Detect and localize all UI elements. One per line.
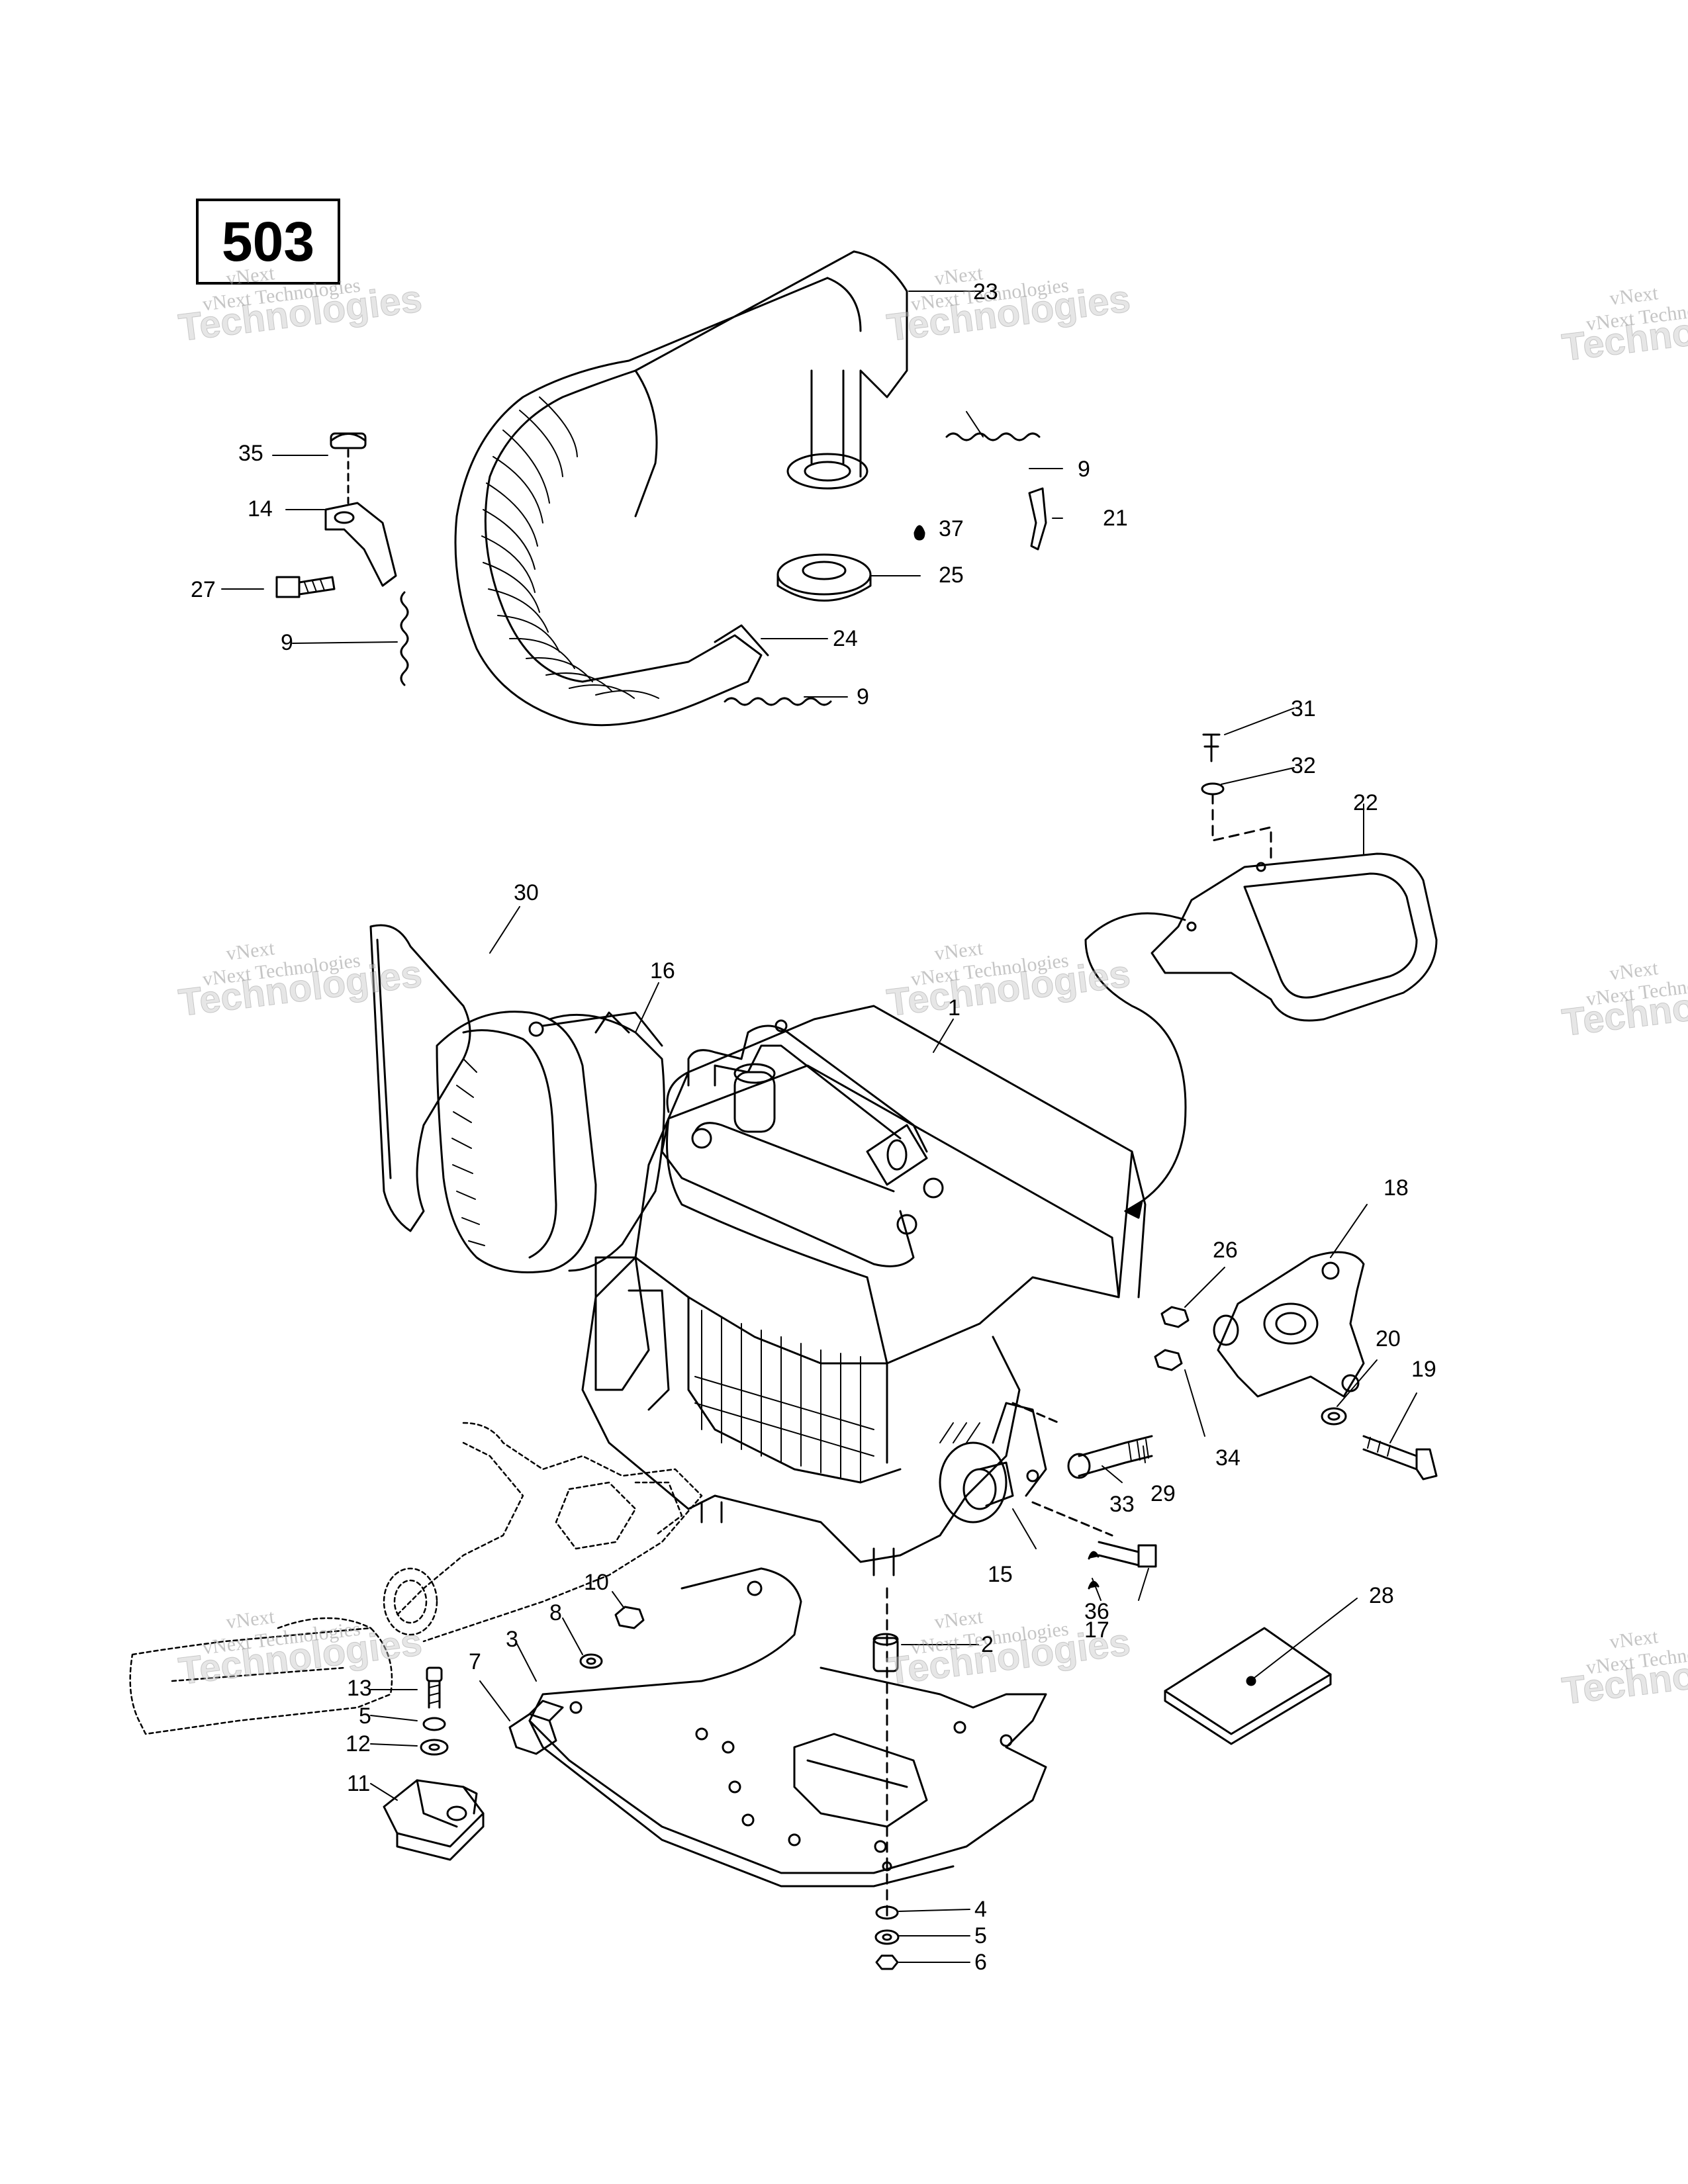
engine-bracket-drawing — [914, 525, 1438, 1590]
part-callout: 1 — [948, 995, 961, 1021]
part-callout: 33 — [1109, 1492, 1135, 1517]
part-callout: 24 — [833, 626, 858, 651]
part-callout: 20 — [1376, 1326, 1401, 1351]
part-callout: 15 — [988, 1562, 1013, 1587]
part-callout: 18 — [1383, 1175, 1409, 1201]
part-callout: 31 — [1291, 696, 1316, 721]
part-callout: 29 — [1150, 1481, 1176, 1506]
part-callout: 9 — [857, 684, 869, 709]
part-callout: 11 — [347, 1771, 371, 1796]
part-callout: 12 — [346, 1731, 371, 1756]
part-callout: 22 — [1353, 790, 1378, 815]
part-callout: 7 — [469, 1649, 481, 1674]
part-callout: 2 — [981, 1632, 994, 1657]
part-callout: 19 — [1411, 1357, 1436, 1382]
part-callout: 13 — [347, 1676, 372, 1701]
part-callout: 28 — [1369, 1583, 1394, 1608]
engine-block-drawing — [581, 1005, 1147, 1576]
part-callout: 10 — [584, 1570, 609, 1595]
part-callout: 6 — [974, 1950, 987, 1975]
leader-lines — [221, 291, 1417, 1963]
part-callout: 9 — [1078, 457, 1090, 482]
part-callout: 26 — [1213, 1238, 1238, 1263]
hardware-drawing — [383, 1606, 900, 1970]
part-callout: 14 — [248, 496, 273, 522]
part-callout: 5 — [974, 1923, 987, 1948]
part-callout: 23 — [973, 279, 998, 304]
part-callout: 8 — [549, 1600, 562, 1625]
page-id-box: 503 — [196, 199, 340, 285]
part-callout: 37 — [939, 516, 964, 541]
part-callout: 16 — [650, 958, 675, 983]
part-callout: 32 — [1291, 753, 1316, 778]
part-callout: 9 — [281, 630, 293, 655]
rear-bracket-drawing — [1084, 733, 1438, 1219]
part-callout: 3 — [506, 1627, 518, 1652]
bracket-assembly-drawing — [275, 432, 397, 598]
part-callout: 27 — [191, 577, 216, 602]
page-id: 503 — [221, 210, 315, 273]
part-callout: 35 — [238, 441, 263, 466]
part-callout: 17 — [1084, 1617, 1109, 1643]
part-callout: 36 — [1084, 1599, 1109, 1624]
engine-plate-drawing — [528, 1567, 1047, 1921]
air-intake-drawing — [369, 924, 665, 1273]
exhaust-manifold-phantom — [129, 1422, 703, 1735]
part-callout: 4 — [974, 1897, 987, 1922]
part-callout: 21 — [1103, 506, 1128, 531]
part-callout: 25 — [939, 563, 964, 588]
part-callout: 5 — [359, 1704, 371, 1729]
part-callout: 34 — [1215, 1445, 1241, 1471]
pad-drawing — [1164, 1627, 1332, 1745]
part-callout: 30 — [514, 880, 539, 905]
exhaust-pipe-drawing — [400, 250, 1047, 727]
